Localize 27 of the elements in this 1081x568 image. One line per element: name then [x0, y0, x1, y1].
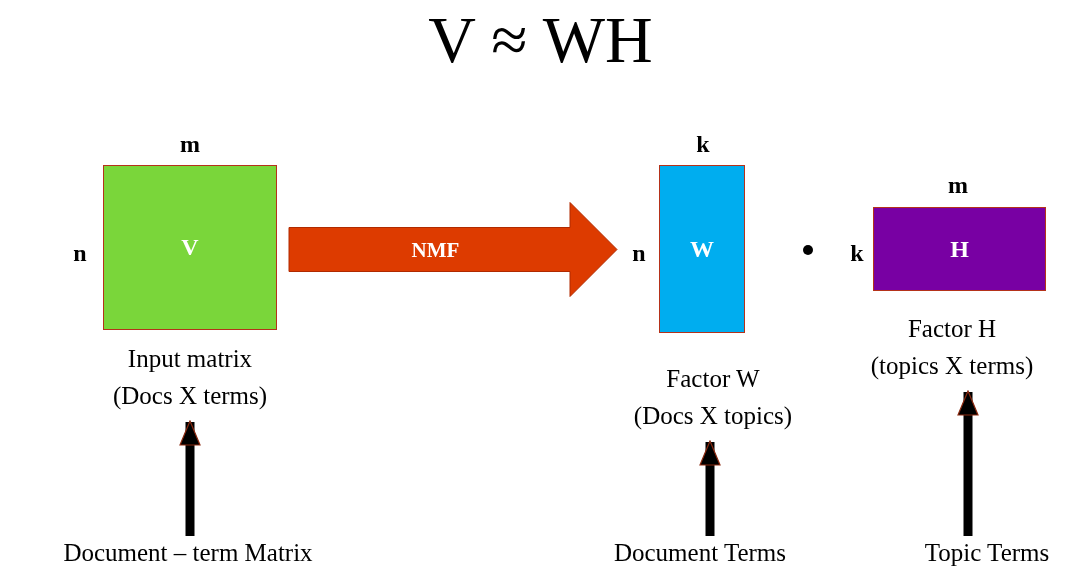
title: V ≈ WH	[427, 2, 654, 78]
matrix-symbol: W	[690, 235, 714, 263]
dimension-label: m	[180, 131, 200, 157]
arrow	[699, 440, 721, 536]
dimension-label: n	[632, 240, 646, 266]
matrix-caption: (topics X terms)	[870, 351, 1034, 381]
caption-text: Document Terms	[613, 538, 787, 568]
matrix-caption: (Docs X topics)	[633, 401, 793, 431]
dimension-label: k	[696, 131, 710, 157]
matrix-caption: Factor W	[665, 364, 761, 394]
matrix-rectangle	[659, 165, 745, 333]
matrix-caption: Factor H	[906, 314, 998, 344]
matrix-caption: (Docs X terms)	[112, 381, 268, 412]
matrix-symbol: H	[950, 235, 969, 263]
arrow	[957, 390, 979, 536]
matrix-symbol: V	[181, 234, 199, 261]
block-arrow	[288, 202, 618, 297]
caption-text: Topic Terms	[924, 538, 1050, 568]
matrix-caption: Input matrix	[126, 344, 254, 374]
dimension-label: k	[850, 240, 864, 266]
matrix-rectangle	[873, 207, 1046, 291]
matrix-rectangle	[103, 165, 277, 330]
caption-text: Document – term Matrix	[63, 538, 313, 568]
dimension-label: n	[73, 240, 87, 266]
edge-label: NMF	[411, 236, 460, 264]
arrow	[179, 420, 201, 536]
dimension-label: m	[948, 172, 968, 198]
